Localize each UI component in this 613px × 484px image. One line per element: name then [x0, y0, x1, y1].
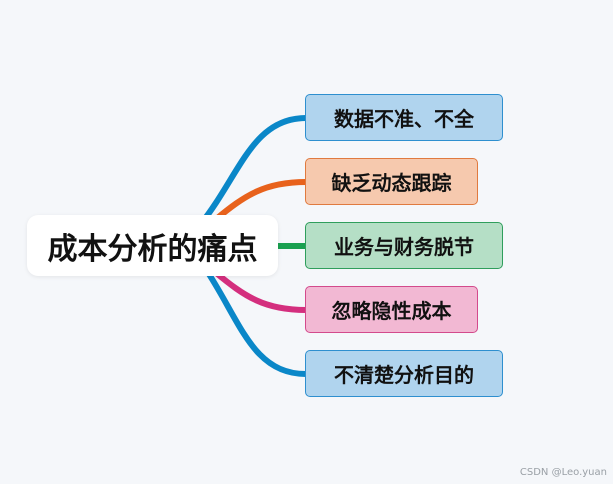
connector-no-dynamic-tracking [212, 179, 309, 223]
root-node: 成本分析的痛点 [27, 215, 278, 276]
branch-node-hidden-costs: 忽略隐性成本 [305, 286, 478, 333]
connector-unclear-purpose [202, 265, 309, 377]
branch-node-business-finance-gap: 业务与财务脱节 [305, 222, 503, 269]
branch-node-no-dynamic-tracking: 缺乏动态跟踪 [305, 158, 478, 205]
connector-hidden-costs [212, 269, 309, 313]
branch-node-data-inaccurate: 数据不准、不全 [305, 94, 503, 141]
watermark: CSDN @Leo.yuan [519, 467, 607, 478]
connector-data-inaccurate [197, 115, 309, 228]
branch-node-unclear-purpose: 不清楚分析目的 [305, 350, 503, 397]
